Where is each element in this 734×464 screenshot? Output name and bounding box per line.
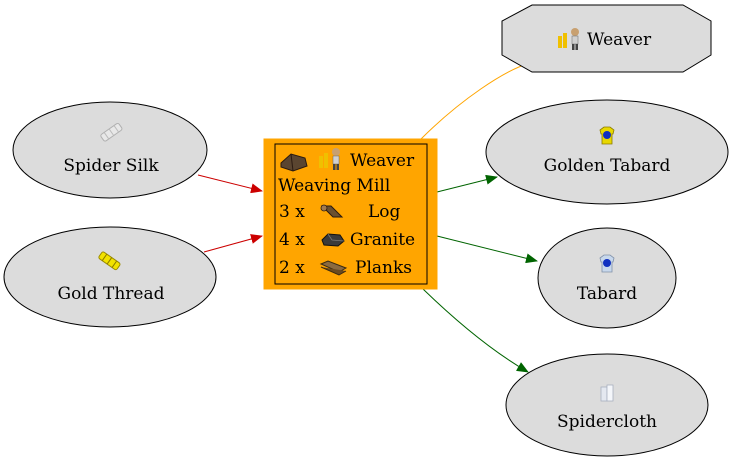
node-spider-silk: Spider Silk [12, 101, 208, 199]
spidercloth-icon [600, 384, 614, 402]
node-gold-thread-label: Gold Thread [57, 284, 164, 304]
node-tabard: Tabard [537, 227, 677, 329]
edge-mill-to-golden-tabard [436, 174, 498, 193]
edge-mill-to-spidercloth [422, 288, 529, 373]
granite-icon [321, 233, 345, 247]
weaver-icon [319, 148, 340, 170]
node-weaver: Weaver [501, 4, 712, 73]
weaver-icon [558, 28, 579, 50]
cost-log-item: Log [368, 202, 401, 222]
cost-log-qty: 3 x [279, 202, 305, 222]
edge-mill-to-tabard [436, 235, 538, 264]
node-spidercloth-label: Spidercloth [557, 412, 657, 432]
tabard-icon [599, 254, 615, 273]
planks-icon [319, 260, 348, 276]
weaving-mill-icon [280, 153, 308, 172]
node-golden-tabard-label: Golden Tabard [544, 156, 671, 176]
node-spidercloth: Spidercloth [505, 353, 709, 457]
node-weaving-mill: Weaver Weaving Mill 3 x Log 4 x Granite … [263, 138, 438, 290]
golden-tabard-icon [599, 126, 615, 145]
cost-planks-qty: 2 x [279, 258, 305, 278]
node-spider-silk-label: Spider Silk [63, 156, 159, 176]
edge-gold-thread-to-mill [203, 234, 263, 253]
building-worker-label: Weaver [350, 151, 415, 171]
node-gold-thread: Gold Thread [3, 226, 217, 328]
cost-planks-item: Planks [355, 258, 412, 278]
node-golden-tabard: Golden Tabard [485, 99, 729, 205]
gold-thread-icon [98, 251, 121, 271]
cost-granite-qty: 4 x [279, 230, 305, 250]
building-name-label: Weaving Mill [278, 176, 390, 196]
log-icon [320, 204, 344, 218]
edge-spider-silk-to-mill [197, 174, 263, 194]
cost-granite-item: Granite [350, 230, 415, 250]
node-weaver-label: Weaver [587, 30, 652, 50]
spider-silk-icon [100, 122, 123, 142]
node-tabard-label: Tabard [577, 284, 637, 304]
